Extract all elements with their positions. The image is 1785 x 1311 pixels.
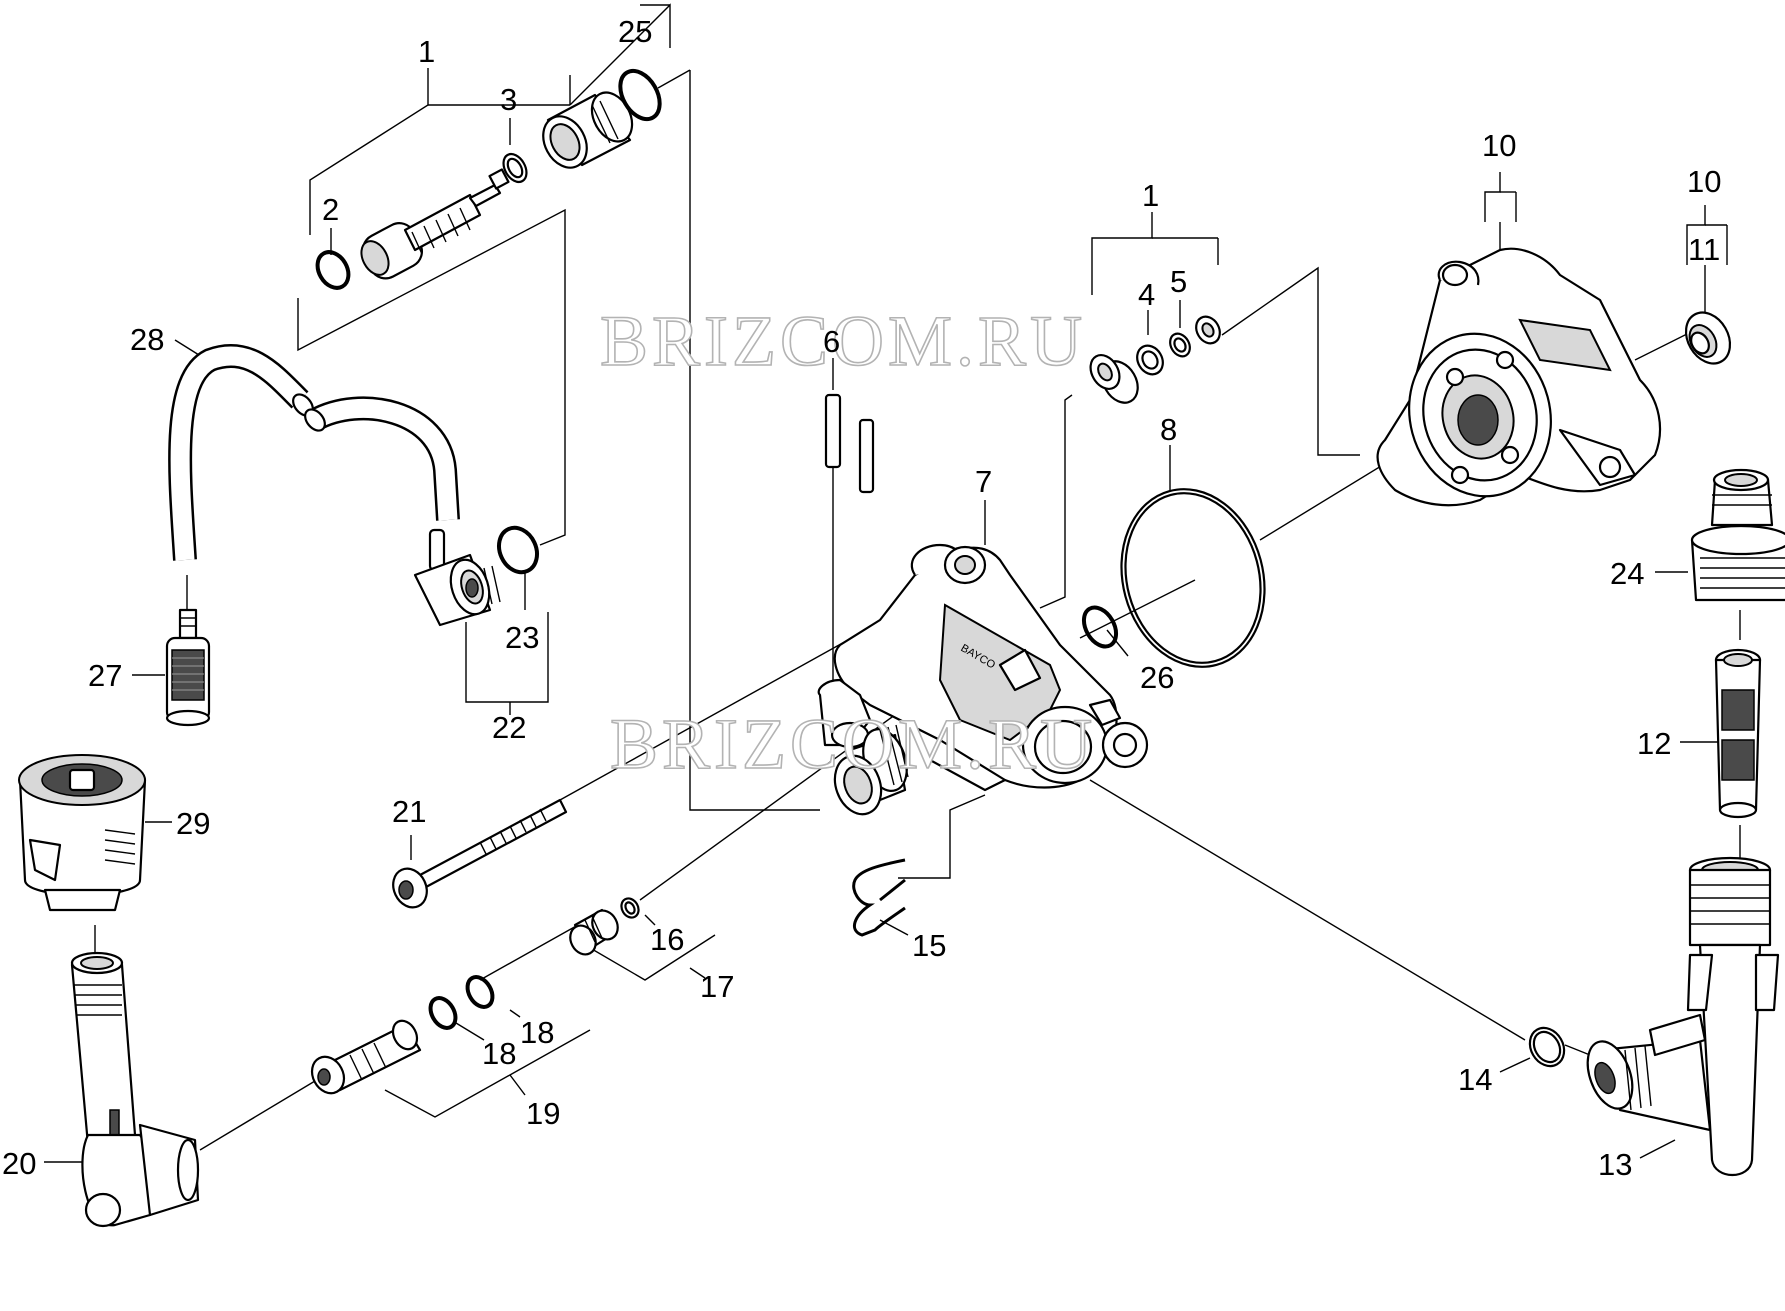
callout-21: 21: [392, 794, 426, 829]
callout-2: 2: [322, 192, 339, 227]
callout-26: 26: [1140, 660, 1174, 695]
strainer-12: [1714, 648, 1762, 819]
callout-23: 23: [505, 620, 539, 655]
valve-17: [569, 908, 619, 956]
callout-1-left: 1: [418, 34, 435, 69]
callout-labels: 1 25 3 2 28 27 23 22 29 20 21 16 17 18 1…: [2, 14, 1721, 1182]
watermark-middle: BRIZCOM.RU: [610, 704, 1096, 784]
callout-1-right: 1: [1142, 178, 1159, 213]
callout-24: 24: [1610, 556, 1644, 591]
callout-15: 15: [912, 928, 946, 963]
callout-8: 8: [1160, 412, 1177, 447]
callout-28: 28: [130, 322, 164, 357]
suction-fitting-22: [413, 528, 501, 627]
callout-22: 22: [492, 710, 526, 745]
callout-5: 5: [1170, 264, 1187, 299]
oring-3: [502, 152, 528, 184]
oring-2: [315, 250, 351, 290]
seal-11: [1684, 311, 1732, 365]
leader-lines: [44, 3, 1741, 1163]
callout-10-housing: 10: [1482, 128, 1516, 163]
callout-12: 12: [1637, 726, 1671, 761]
callout-13: 13: [1598, 1147, 1632, 1182]
pump-head-7: BAYCO: [817, 543, 1149, 816]
bolt-21: [392, 798, 568, 909]
filter-27: [165, 608, 211, 727]
callout-3: 3: [500, 82, 517, 117]
callout-20: 20: [2, 1146, 36, 1181]
oring-18b: [465, 975, 495, 1009]
callout-6: 6: [823, 324, 840, 359]
callout-4: 4: [1138, 277, 1155, 312]
callout-10-seal: 10: [1687, 164, 1721, 199]
callout-14: 14: [1458, 1062, 1492, 1097]
oring-26: [1081, 605, 1119, 649]
oring-16: [620, 897, 640, 919]
inlet-fitting-13: [1586, 856, 1780, 1176]
ring-5: [1169, 332, 1191, 358]
coupling-nut-29: [18, 754, 147, 912]
oring-18a: [428, 996, 458, 1030]
callout-27: 27: [88, 658, 122, 693]
callout-11: 11: [1688, 232, 1720, 267]
valve-sleeve: [542, 91, 634, 169]
callout-17: 17: [700, 969, 734, 1004]
cylinder-housing-10: [1376, 247, 1662, 507]
watermark-top: BRIZCOM.RU: [600, 301, 1086, 381]
valve-insert-part-1: [360, 168, 510, 280]
clip-15: [852, 858, 906, 937]
elbow-pipe-20: [70, 951, 200, 1228]
hose-connector-24: [1690, 468, 1785, 602]
callout-29: 29: [176, 806, 210, 841]
callout-19: 19: [526, 1096, 560, 1131]
callout-7: 7: [975, 464, 992, 499]
pins-6: [824, 393, 875, 494]
oring-23: [497, 525, 539, 575]
oring-14: [1528, 1026, 1566, 1068]
seal-pack-1: [1089, 354, 1139, 404]
callout-18-upper: 18: [520, 1015, 554, 1050]
callout-16: 16: [650, 922, 684, 957]
oring-25: [618, 68, 662, 122]
hose-28: [168, 344, 460, 561]
callout-25: 25: [618, 14, 652, 49]
callout-18-lower: 18: [482, 1036, 516, 1071]
oring-8: [1120, 488, 1266, 668]
ring-4: [1136, 344, 1164, 376]
check-valve-19: [310, 1019, 422, 1095]
